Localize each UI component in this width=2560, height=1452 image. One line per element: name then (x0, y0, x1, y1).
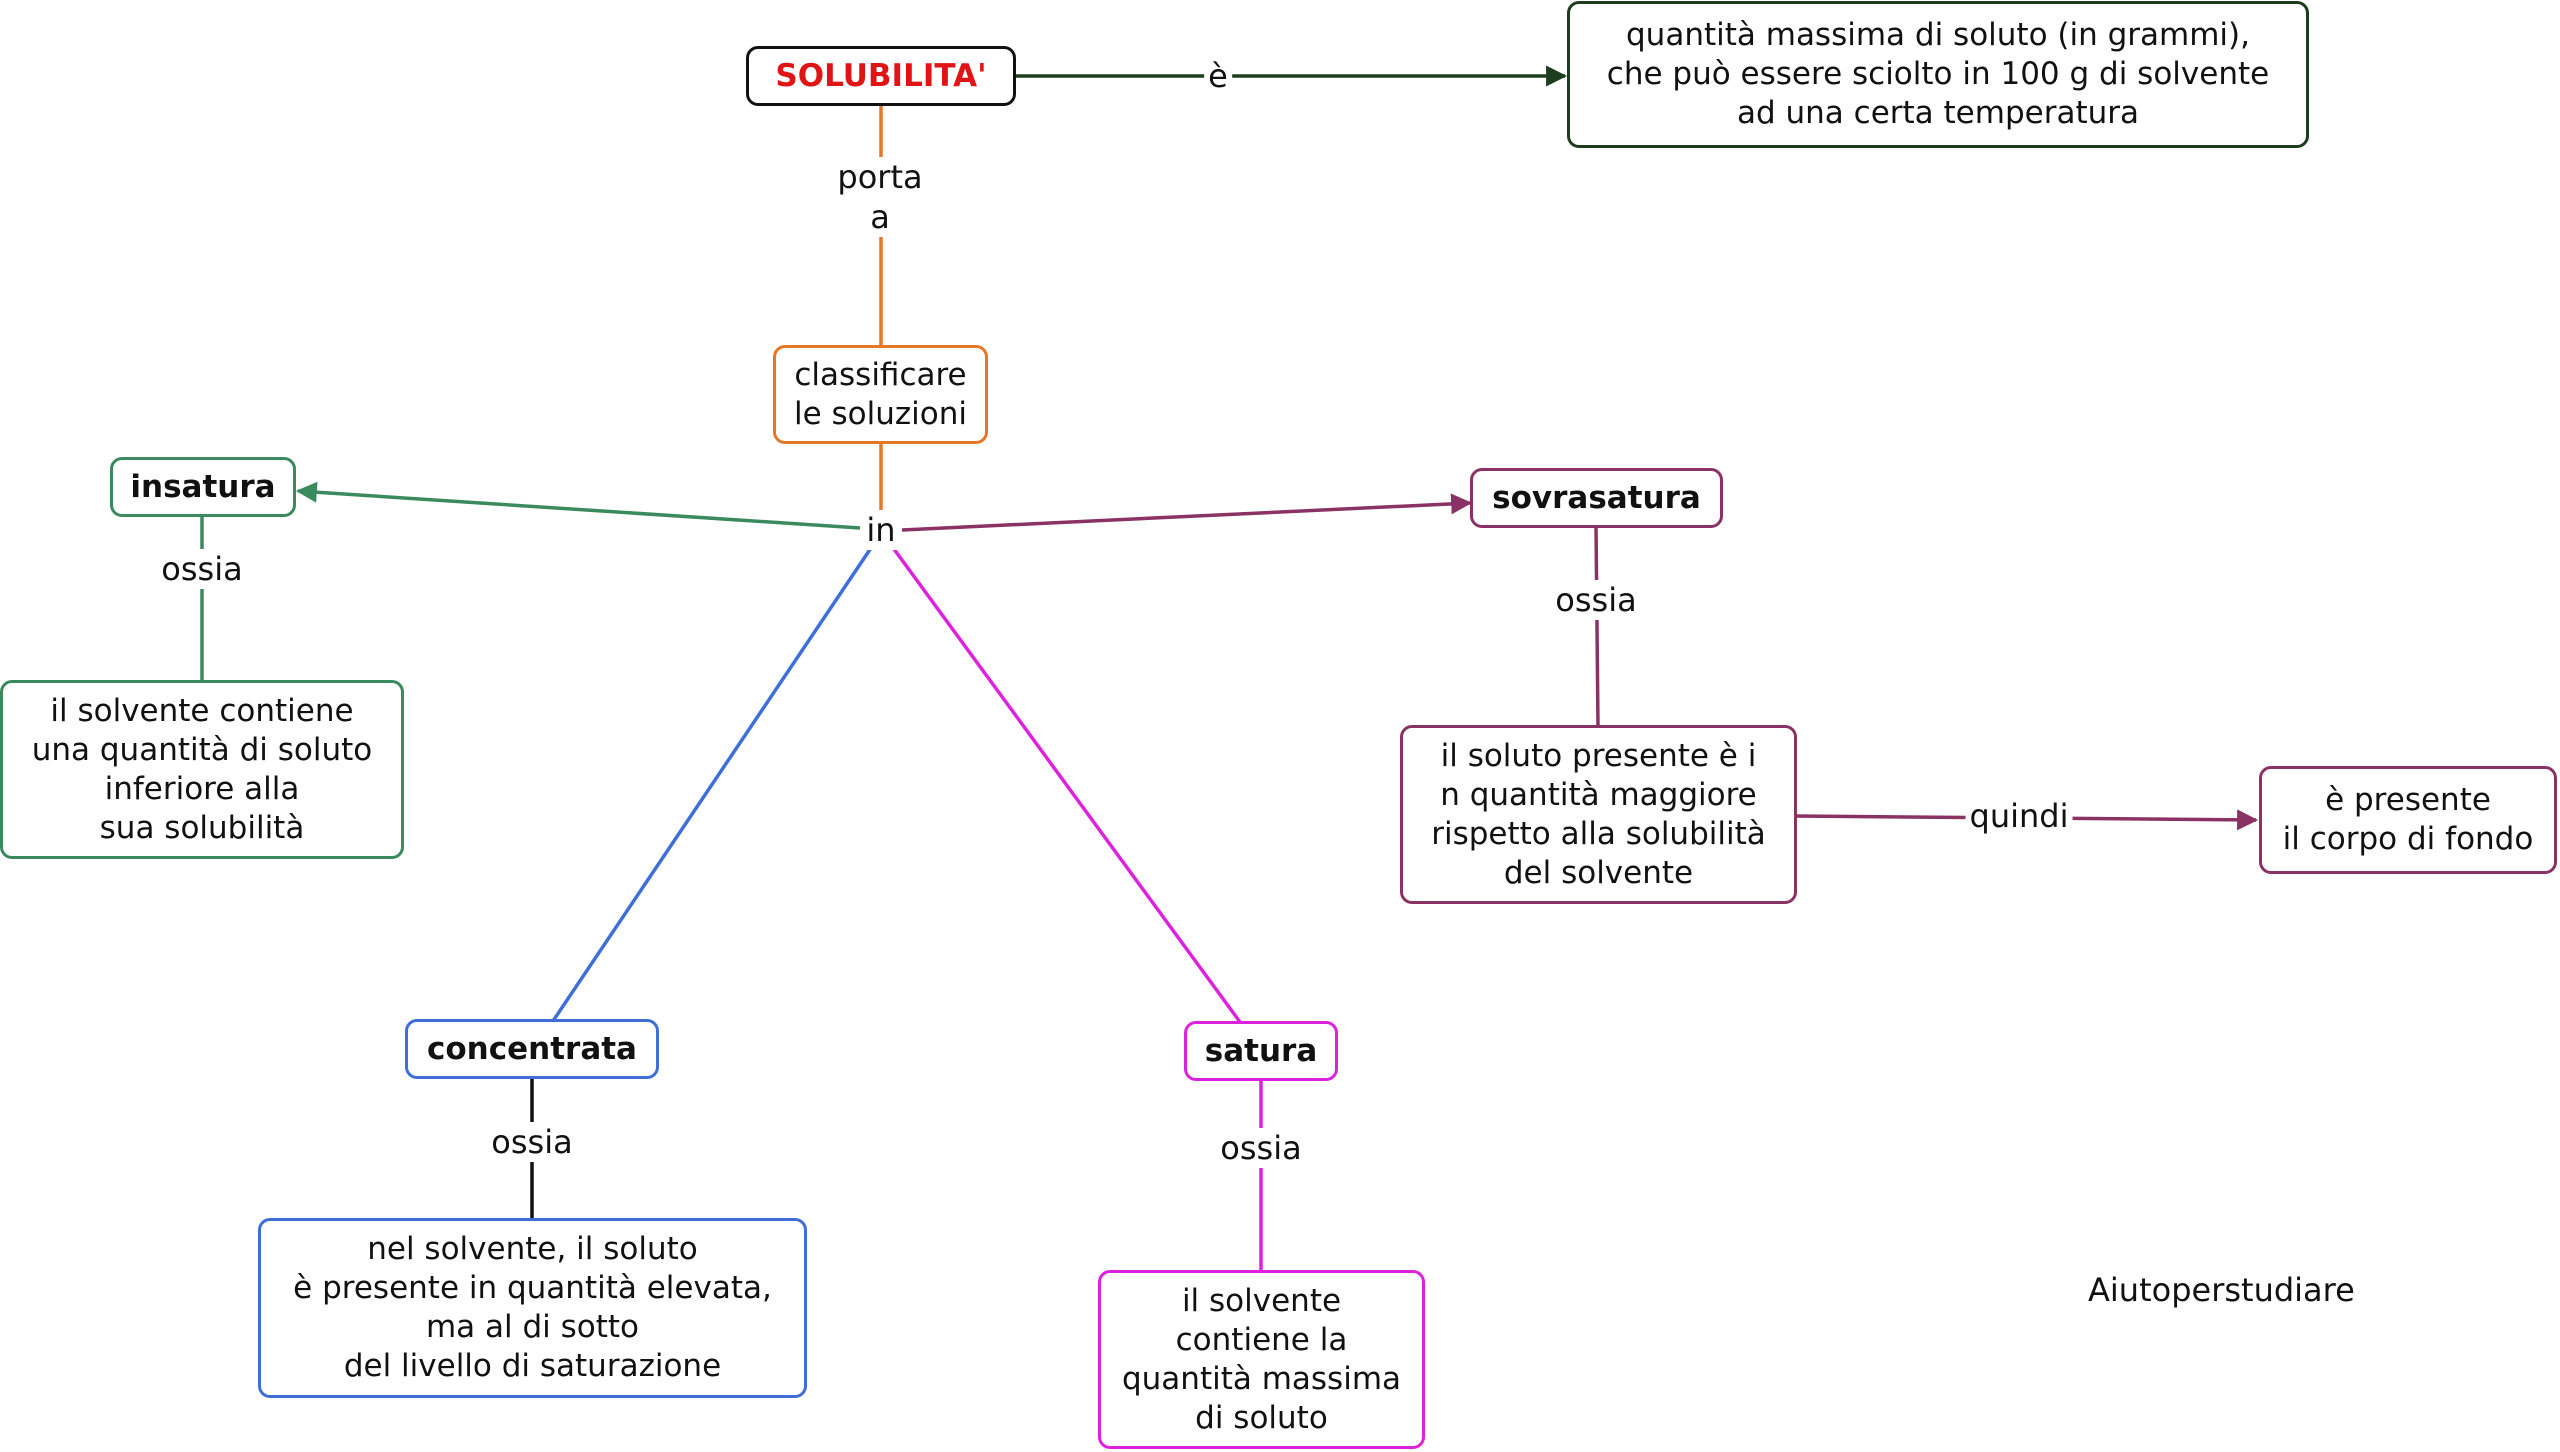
node-insatura: insatura (110, 457, 296, 517)
link-label-ossia-insatura: ossia (157, 549, 247, 589)
node-insatura-desc: il solvente contiene una quantità di sol… (0, 680, 404, 859)
link-label-ossia-sovrasatura: ossia (1551, 580, 1641, 620)
node-solubilita: SOLUBILITA' (746, 46, 1016, 106)
link-label-ossia-concentrata: ossia (487, 1122, 577, 1162)
connector-sovrasatura-desc (1594, 525, 1600, 728)
connector-in-concentrata (551, 544, 875, 1022)
link-label-porta-a: porta a (833, 157, 927, 237)
link-label-quindi: quindi (1965, 796, 2073, 836)
node-concentrata-desc: nel solvente, il soluto è presente in qu… (258, 1218, 807, 1398)
watermark-text: Aiutoperstudiare (2088, 1271, 2355, 1309)
connector-in-sovrasatura (901, 493, 1473, 532)
link-label-ossia-satura: ossia (1216, 1128, 1306, 1168)
node-definizione: quantità massima di soluto (in grammi), … (1567, 1, 2309, 148)
link-label-in: in (862, 510, 900, 550)
connector-in-insatura (295, 481, 861, 530)
node-classificare: classificare le soluzioni (773, 345, 988, 444)
node-sovrasatura-desc: il soluto presente è i n quantità maggio… (1400, 725, 1797, 904)
link-label-e: è (1204, 56, 1232, 96)
node-sovrasatura: sovrasatura (1470, 468, 1723, 528)
node-concentrata: concentrata (405, 1019, 659, 1079)
node-corpo-fondo: è presente il corpo di fondo (2259, 766, 2557, 874)
connector-in-satura (889, 543, 1242, 1024)
node-satura: satura (1184, 1021, 1338, 1081)
node-satura-desc: il solvente contiene la quantità massima… (1098, 1270, 1425, 1449)
